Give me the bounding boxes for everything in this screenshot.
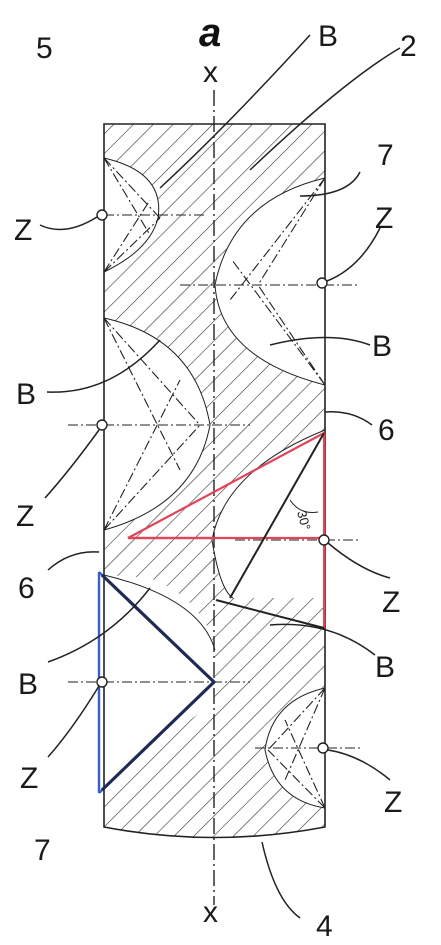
figure-labels: a x x 5 2 7 7 4 6 6 B B B B B Z Z Z Z Z … [14, 11, 417, 943]
figure-title-glyph: a [199, 11, 221, 55]
label-b-left-lower: B [18, 668, 38, 701]
label-b-right-lower: B [375, 651, 395, 684]
label-b-top-right: B [318, 20, 338, 53]
label-ref-5: 5 [36, 32, 53, 65]
label-b-left-upper: B [16, 378, 36, 411]
label-z-left-1: Z [14, 214, 32, 247]
label-ref-7-top: 7 [377, 139, 394, 172]
label-axis-top: x [203, 56, 218, 89]
label-ref-2: 2 [400, 30, 417, 63]
label-z-right-2: Z [382, 586, 400, 619]
label-angle: 30° [294, 509, 314, 532]
label-z-left-3: Z [20, 762, 38, 795]
label-ref-6-right: 6 [378, 414, 395, 447]
label-z-right-3: Z [384, 786, 402, 819]
label-ref-7-bottom: 7 [34, 834, 51, 867]
label-b-mid-right: B [372, 330, 392, 363]
z-points [96, 209, 330, 754]
label-ref-6-left: 6 [18, 572, 35, 605]
label-ref-4: 4 [316, 910, 333, 943]
label-z-left-2: Z [16, 500, 34, 533]
red-triangle [127, 432, 326, 629]
label-axis-bottom: x [203, 896, 218, 929]
label-z-right-1: Z [375, 202, 393, 235]
leader-lines [39, 34, 401, 919]
